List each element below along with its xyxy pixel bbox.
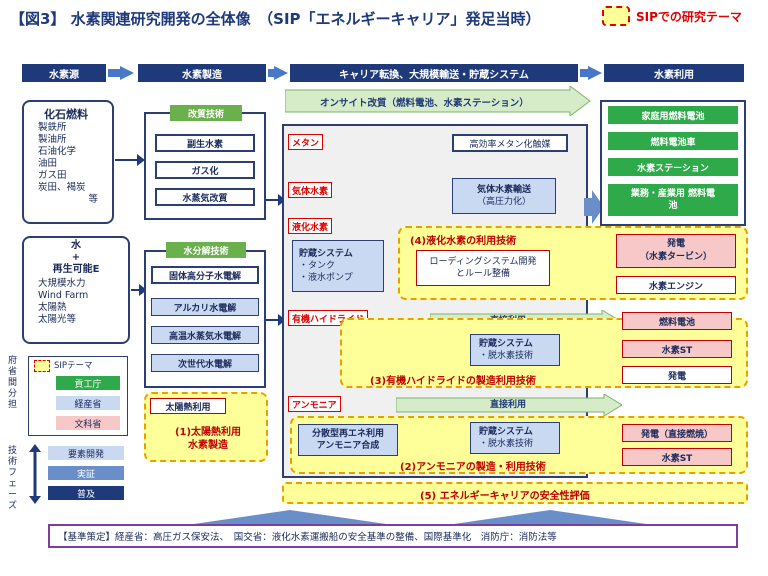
electrolysis-hightemp: 高温水蒸気水電解 bbox=[151, 326, 259, 344]
phase-arrow-icon bbox=[29, 444, 41, 504]
electrolysis-title: 水分解技術 bbox=[166, 242, 246, 258]
header-arrow-tail-1 bbox=[108, 69, 120, 77]
reform-byproduct: 副生水素 bbox=[155, 134, 255, 152]
header-arrow-3 bbox=[588, 66, 602, 80]
usage-home-fc: 家庭用燃料電池 bbox=[608, 106, 738, 124]
fossil-list: 製鉄所 製油所 石油化学 油田 ガス田 炭田、褐炭 等 bbox=[38, 122, 98, 205]
organic-theme-text: (3)有機ハイドライドの製造利用技術 bbox=[370, 376, 536, 387]
ammonia-theme-text: (2)アンモニアの製造・利用技術 bbox=[400, 462, 546, 473]
ammonia-production: 分散型再エネ利用 アンモニア合成 bbox=[298, 424, 398, 456]
solar-label: 太陽熱利用 bbox=[150, 398, 226, 414]
footer-standards: 【基準策定】経産省：高圧ガス保安法、 国交省：液化水素運搬船の安全基準の整備、国… bbox=[48, 524, 738, 548]
onsite-arrow bbox=[285, 86, 591, 116]
sip-theme-label: SIPテーマ bbox=[54, 361, 93, 371]
renewable-panel bbox=[22, 236, 130, 344]
header-arrow-1 bbox=[120, 66, 134, 80]
gas-transport: 気体水素輸送 （高圧力化） bbox=[452, 178, 556, 214]
footer-up-arrows bbox=[180, 510, 660, 526]
electrolysis-alkaline: アルカリ水電解 bbox=[151, 298, 259, 316]
header-arrow-tail-3 bbox=[580, 69, 588, 77]
organic-storage: 貯蔵システム ・脱水素技術 bbox=[470, 334, 560, 366]
ammonia-direct-arrow bbox=[396, 394, 622, 416]
page-title: 【図3】 水素関連研究開発の全体像 （SIP「エネルギーキャリア」発足当時） bbox=[10, 10, 541, 28]
phase-label: 技術フェーズ bbox=[8, 446, 18, 511]
header-carrier: キャリア転換、大規模輸送・貯蔵システム bbox=[290, 64, 578, 82]
usage-ammonia-st: 水素ST bbox=[622, 448, 732, 466]
liquid-theme-text: (4)液化水素の利用技術 bbox=[410, 236, 517, 247]
sip-theme-swatch bbox=[34, 360, 50, 372]
ministry-3: 文科省 bbox=[56, 416, 120, 430]
gas-label: 気体水素 bbox=[288, 182, 333, 198]
methane-catalyst: 高効率メタン化触媒 bbox=[452, 134, 568, 152]
methane-label: メタン bbox=[288, 134, 324, 150]
gov-label: 府省間分担 bbox=[8, 356, 18, 410]
header-production: 水素製造 bbox=[138, 64, 266, 82]
electrolysis-nextgen: 次世代水電解 bbox=[151, 354, 259, 372]
ammonia-label: アンモニア bbox=[288, 396, 341, 412]
phase-3: 普及 bbox=[48, 486, 124, 500]
usage-organic-power: 発電 bbox=[622, 366, 732, 384]
ministry-legend-box bbox=[28, 356, 128, 436]
renewable-title: 水 + 再生可能E bbox=[52, 240, 100, 275]
usage-organic-st: 水素ST bbox=[622, 340, 732, 358]
safety-theme-text: (5) エネルギーキャリアの安全性評価 bbox=[420, 491, 590, 502]
legend-label: SIPでの研究テーマ bbox=[636, 10, 742, 24]
onsite-label: オンサイト改質（燃料電池、水素ステーション） bbox=[320, 98, 529, 109]
header-arrow-tail-2 bbox=[268, 69, 274, 77]
phase-1: 要素開発 bbox=[48, 446, 124, 460]
reform-title: 改質技術 bbox=[170, 105, 242, 121]
safety-theme-box bbox=[282, 482, 748, 504]
liquid-loading: ローディングシステム開発 とルール整備 bbox=[416, 250, 550, 286]
renewable-list: 大規模水力 Wind Farm 太陽熱 太陽光等 bbox=[38, 278, 89, 325]
usage-industrial-fc: 業務・産業用 燃料電池 bbox=[608, 184, 738, 216]
usage-station: 水素ステーション bbox=[608, 158, 738, 176]
reform-gasification: ガス化 bbox=[155, 161, 255, 179]
renewable-arrow bbox=[131, 284, 147, 296]
usage-engine: 水素エンジン bbox=[616, 276, 736, 294]
legend-swatch bbox=[602, 6, 630, 26]
header-arrow-2 bbox=[274, 66, 288, 80]
usage-fcv: 燃料電池車 bbox=[608, 132, 738, 150]
solar-theme-text: (1)太陽熱利用 水素製造 bbox=[174, 427, 242, 451]
usage-organic-fc: 燃料電池 bbox=[622, 312, 732, 330]
usage-ammonia-power: 発電（直接燃焼） bbox=[622, 424, 732, 442]
ammonia-direct-label: 直接利用 bbox=[490, 400, 527, 410]
liquid-label: 液化水素 bbox=[288, 218, 333, 234]
header-usage: 水素利用 bbox=[604, 64, 744, 82]
ministry-2: 経産省 bbox=[56, 396, 120, 410]
ammonia-storage: 貯蔵システム ・脱水素技術 bbox=[470, 422, 560, 454]
liquid-storage: 貯蔵システム ・タンク ・液水ポンプ bbox=[292, 240, 384, 292]
ministry-1: 貢工庁 bbox=[56, 376, 120, 390]
fossil-title: 化石燃料 bbox=[44, 108, 88, 121]
reform-steam: 水蒸気改質 bbox=[155, 188, 255, 206]
usage-turbine: 発電 （水素タービン） bbox=[616, 234, 736, 268]
electrolysis-pem: 固体高分子水電解 bbox=[151, 266, 259, 284]
carrier-to-usage-arrow bbox=[584, 190, 604, 224]
fossil-panel bbox=[22, 100, 114, 224]
phase-2: 実証 bbox=[48, 466, 124, 480]
fossil-arrow bbox=[115, 154, 145, 166]
header-source: 水素源 bbox=[22, 64, 106, 82]
